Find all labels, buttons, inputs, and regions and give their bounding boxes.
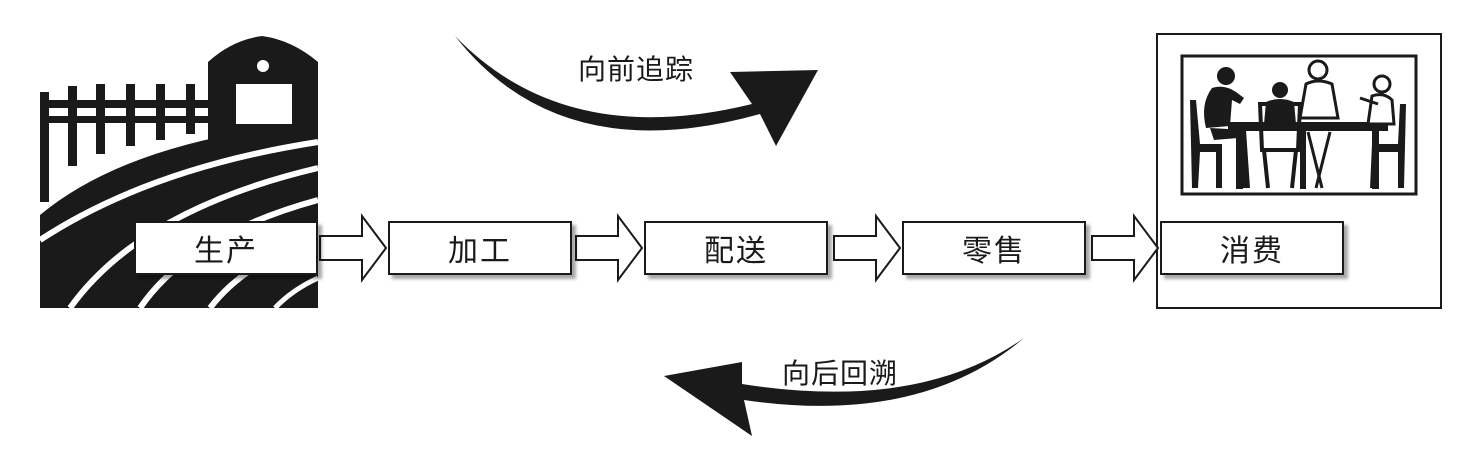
stage-production-label: 生产	[194, 234, 258, 269]
stage-retail: 零售	[902, 221, 1086, 275]
flow-arrow-4	[1091, 213, 1160, 283]
stage-processing: 加工	[388, 221, 572, 275]
family-dinner-icon	[1180, 54, 1418, 196]
backward-trace-label: 向后回溯	[782, 357, 899, 390]
stage-production: 生产	[134, 221, 318, 275]
stage-retail-label: 零售	[962, 234, 1026, 269]
flow-arrow-1	[319, 213, 388, 283]
stage-distribution-label: 配送	[704, 234, 768, 269]
forward-trace-label: 向前追踪	[578, 53, 695, 86]
forward-trace-arrow	[455, 36, 818, 146]
backward-trace-arrow	[664, 338, 1024, 436]
stage-distribution: 配送	[644, 221, 828, 275]
stage-consumption: 消费	[1160, 221, 1344, 275]
stage-consumption-label: 消费	[1220, 234, 1284, 269]
flow-arrow-3	[833, 213, 902, 283]
flow-arrow-2	[575, 213, 644, 283]
stage-processing-label: 加工	[448, 234, 512, 269]
